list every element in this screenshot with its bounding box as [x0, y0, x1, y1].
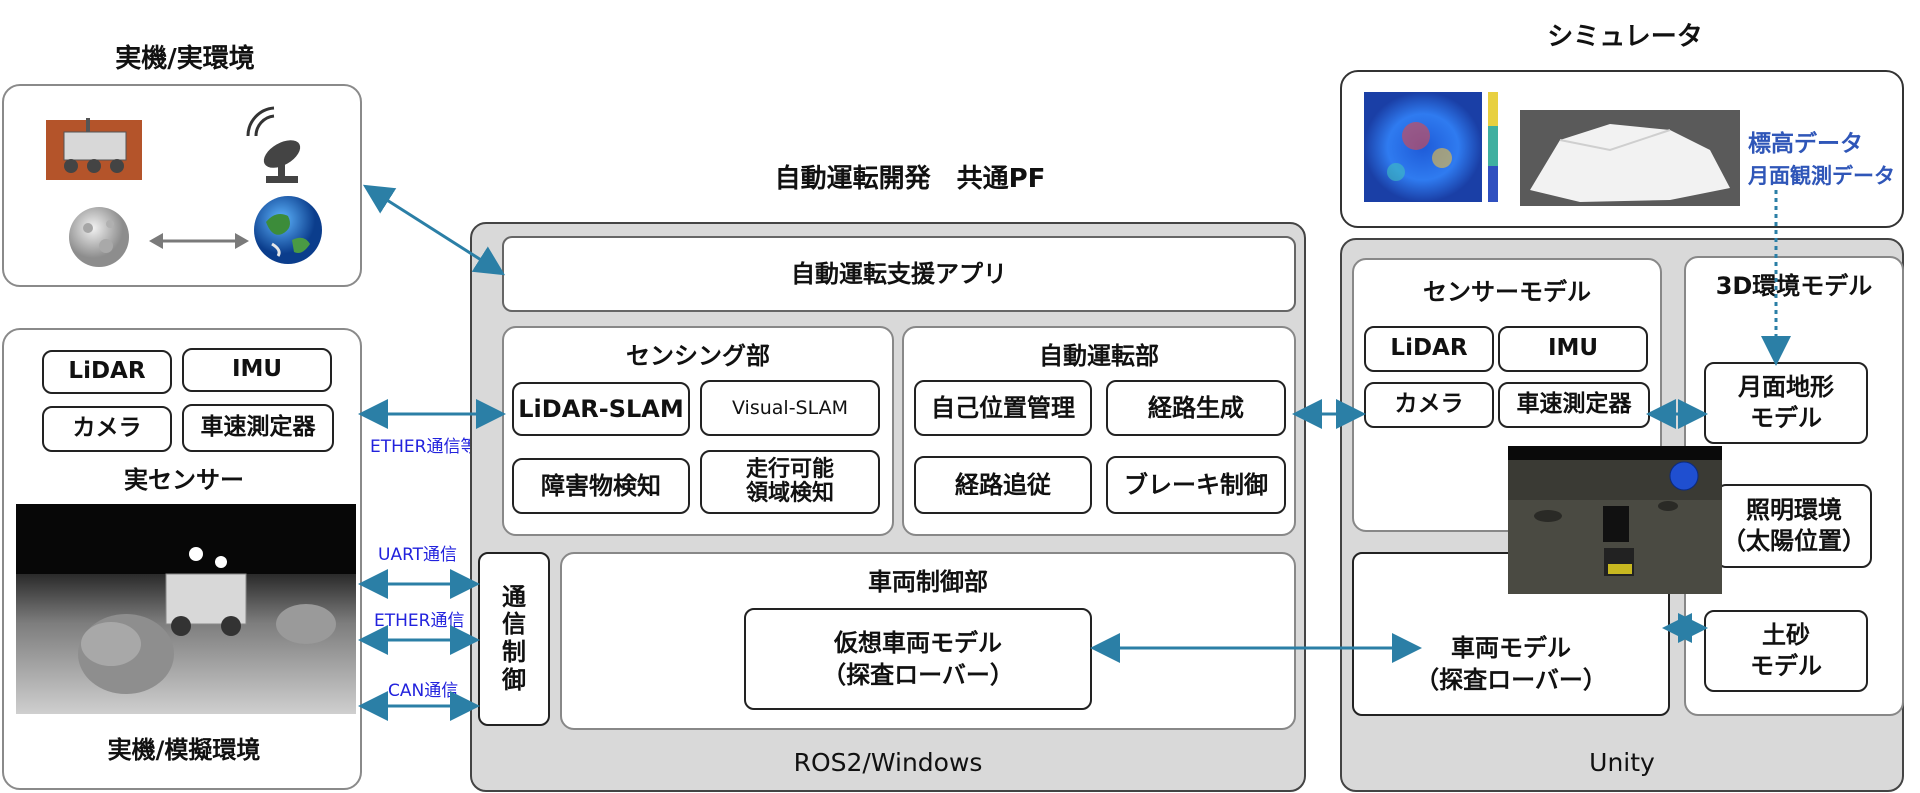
pf-title: 自動運転開発 共通PF [774, 164, 1046, 194]
rover-photo [16, 504, 356, 714]
sim-sensor-camera: カメラ [1364, 382, 1494, 428]
antenna-icon [246, 106, 301, 183]
real-sensor-speed: 車速測定器 [182, 404, 334, 452]
sim-sensor-lidar: LiDAR [1364, 326, 1494, 372]
sim-rover-screenshot [1508, 446, 1722, 594]
real-sensor-panel: LiDAR IMU カメラ 車速測定器 実センサー 実機/模擬環境 [2, 328, 362, 790]
sensing-visual-slam: Visual-SLAM [700, 380, 880, 436]
real-sensor-camera: カメラ [42, 406, 172, 452]
driving-path-generation: 経路生成 [1106, 380, 1286, 436]
pf-os-label: ROS2/Windows [793, 748, 983, 777]
sensor-model-title: センサーモデル [1423, 278, 1591, 306]
real-sensor-section-label: 実センサー [124, 466, 244, 494]
sensing-title: センシング部 [626, 342, 770, 370]
vehicle-control-title: 車両制御部 [868, 568, 988, 596]
elevation-data-label: 標高データ [1748, 131, 1863, 157]
sim-sensor-speed: 車速測定器 [1498, 382, 1650, 428]
lighting-model: 照明環境 （太陽位置） [1716, 484, 1872, 568]
driving-brake-control: ブレーキ制御 [1106, 456, 1286, 514]
real-env-title: 実機/実環境 [115, 44, 255, 74]
terrain-3d-image [1520, 110, 1740, 206]
sim-sensor-imu: IMU [1498, 326, 1648, 372]
app-box: 自動運転支援アプリ [502, 236, 1296, 312]
arrow-real-to-app [362, 184, 506, 276]
real-env-panel [2, 84, 362, 287]
earth-icon [254, 196, 322, 264]
sensing-lidar-slam: LiDAR-SLAM [512, 382, 690, 436]
driving-path-following: 経路追従 [914, 456, 1092, 514]
sim-data-panel: 標高データ 月面観測データ [1340, 70, 1904, 228]
real-sensor-imu: IMU [182, 348, 332, 392]
link-arrow-icon [149, 233, 249, 249]
real-sensor-lidar: LiDAR [42, 350, 172, 394]
sim-title: シミュレータ [1547, 22, 1703, 52]
driving-title: 自動運転部 [1039, 342, 1159, 370]
link-label-ether-etc: ETHER通信等 [370, 437, 478, 457]
driving-self-position: 自己位置管理 [914, 380, 1092, 436]
sensing-obstacle-detection: 障害物検知 [512, 458, 690, 514]
real-env-mock-label: 実機/模擬環境 [107, 736, 261, 764]
soil-model: 土砂 モデル [1704, 610, 1868, 692]
lunar-observation-label: 月面観測データ [1748, 164, 1895, 188]
moon-icon [69, 207, 129, 267]
sim-engine-label: Unity [1589, 748, 1655, 777]
link-label-uart: UART通信 [378, 545, 458, 565]
elevation-heatmap-image [1364, 92, 1498, 202]
virtual-vehicle-model: 仮想車両モデル （探査ローバー） [744, 608, 1092, 710]
rover-image [46, 118, 142, 180]
sensing-drivable-area: 走行可能 領域検知 [700, 450, 880, 514]
env-model-title: 3D環境モデル [1715, 272, 1873, 300]
lunar-terrain-model: 月面地形 モデル [1704, 362, 1868, 444]
